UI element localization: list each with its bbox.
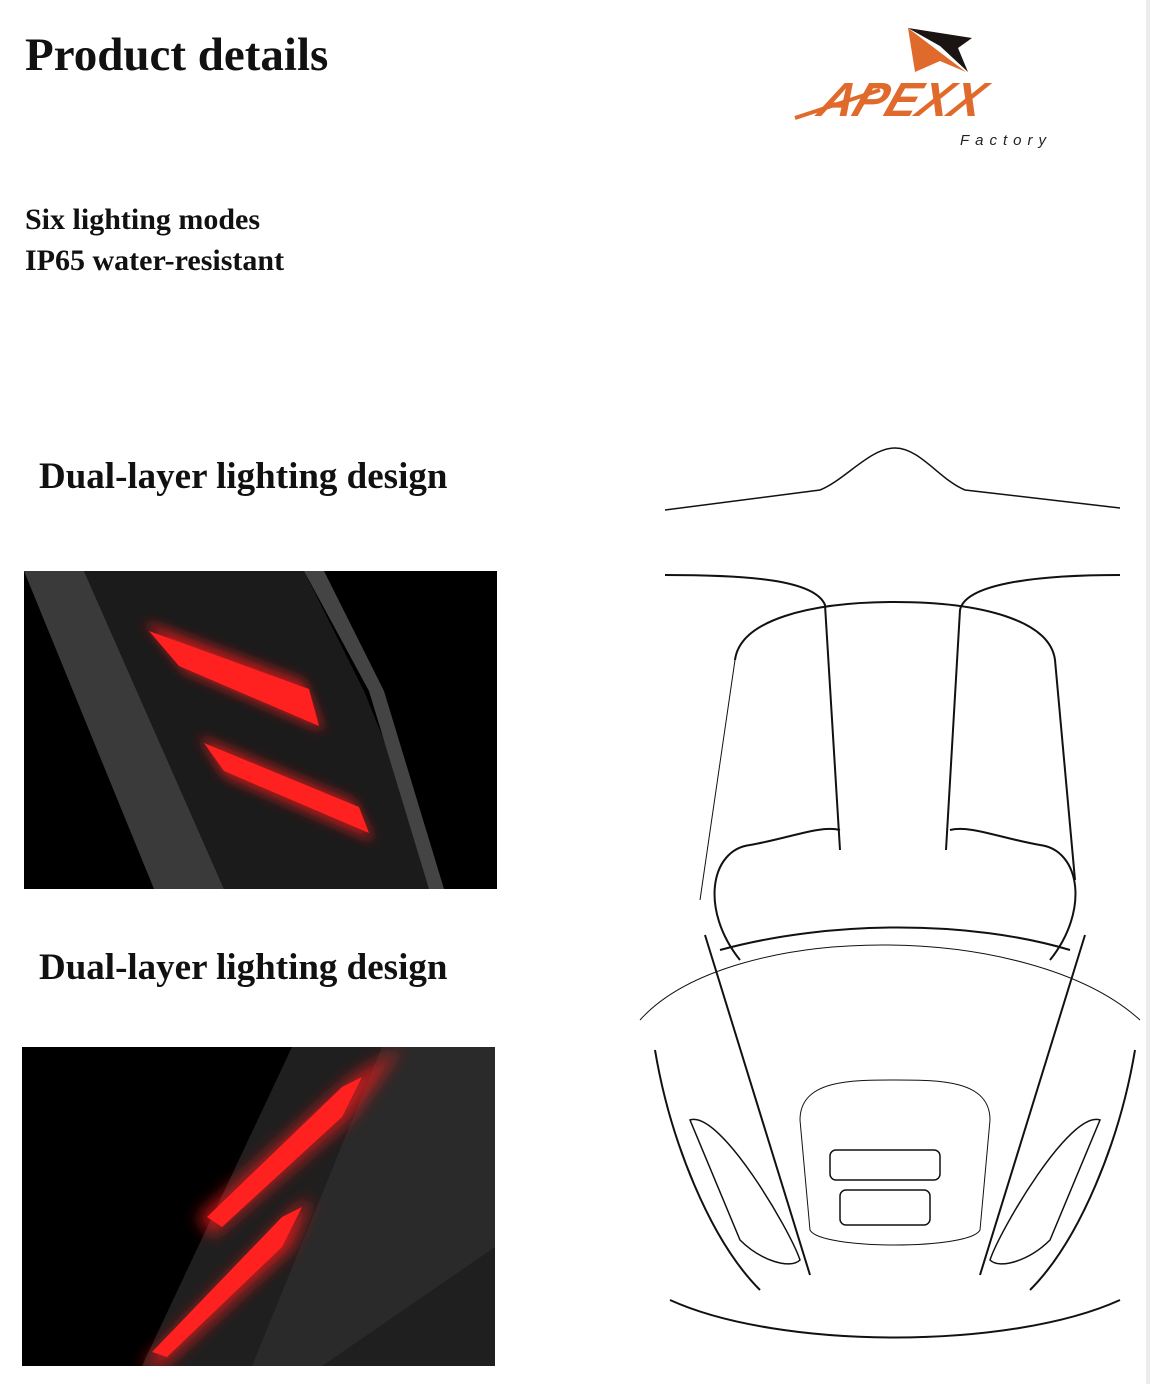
svg-text:APEXX: APEXX <box>809 72 996 126</box>
page-title: Product details <box>25 29 329 81</box>
feature-water-resistant: IP65 water-resistant <box>25 244 285 277</box>
brand-logo: APEXX Factory <box>790 26 1080 156</box>
apexx-logo-icon: APEXX <box>794 28 997 127</box>
section-heading-2: Dual-layer lighting design <box>39 947 448 988</box>
section-heading-1: Dual-layer lighting design <box>39 456 448 497</box>
feature-lighting-modes: Six lighting modes <box>25 203 261 236</box>
light-photo-2 <box>22 1047 495 1366</box>
scooter-front-sketch <box>630 440 1145 1360</box>
brand-tagline: Factory <box>960 132 1053 149</box>
page-edge <box>1146 0 1150 1384</box>
light-photo-1 <box>24 571 497 889</box>
